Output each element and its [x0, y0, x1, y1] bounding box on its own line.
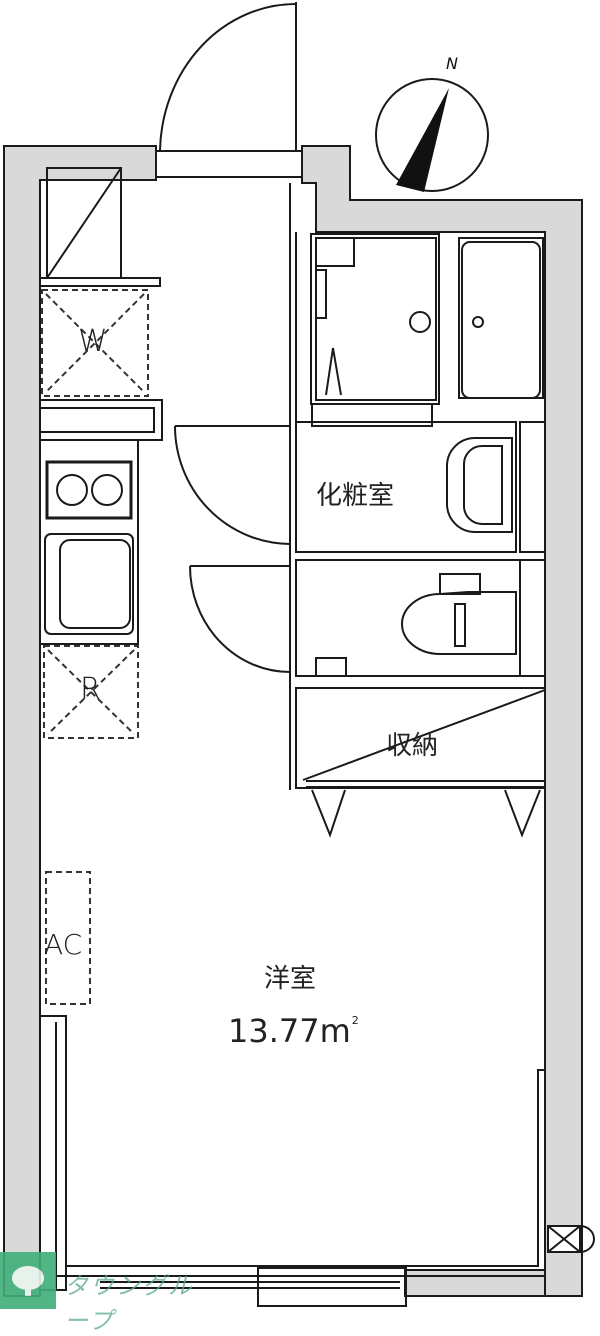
western-room: [56, 1069, 545, 1277]
exterior-walls: [3, 145, 583, 1297]
compass-icon: [375, 78, 489, 192]
shoe-cabinet: [39, 167, 161, 287]
entrance-door: [155, 2, 303, 178]
washer-label: W: [78, 324, 108, 359]
fridge-label: R: [80, 672, 101, 707]
vanity-room: [174, 421, 546, 553]
area-unit-superscript: 2: [351, 1014, 359, 1027]
storage-closet: [295, 687, 546, 838]
floor-plan-drawing: [3, 2, 595, 1307]
toilet-room: [189, 559, 546, 677]
washer-space: [41, 289, 149, 397]
balcony-window: [100, 1267, 407, 1307]
bathroom: [289, 183, 544, 790]
storage-label: 収納: [386, 731, 439, 761]
watermark-text: タウングループ: [64, 1272, 194, 1335]
aircon-unit: [45, 871, 91, 1005]
western-room-area: 13.77m2: [228, 1012, 359, 1050]
left-window: [39, 1015, 67, 1291]
tree-icon: [12, 1266, 44, 1296]
watermark: タウングループ: [0, 1252, 210, 1335]
vanity-room-label: 化粧室: [316, 481, 395, 511]
area-value: 13.77m: [228, 1012, 351, 1050]
watermark-logo-icon: [0, 1252, 56, 1309]
kitchen-counter: [39, 399, 163, 645]
aircon-label: AC: [44, 928, 83, 961]
western-room-label: 洋室: [264, 964, 317, 994]
fridge-space: [43, 645, 139, 739]
meter-box-icon: [547, 1225, 595, 1253]
compass-north-label: N: [446, 54, 458, 73]
